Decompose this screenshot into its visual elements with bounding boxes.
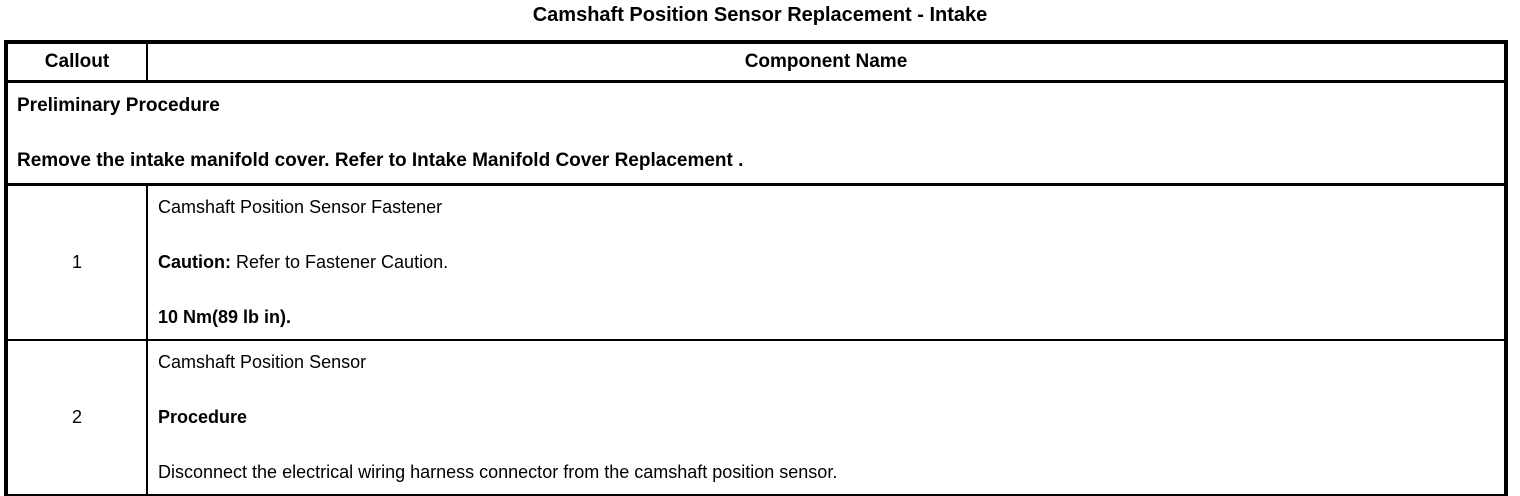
component-name-sensor: Camshaft Position Sensor [158, 352, 367, 372]
component-cell-1: Camshaft Position Sensor Fastener Cautio… [146, 183, 1507, 341]
preliminary-procedure-row: Preliminary Procedure Remove the intake … [5, 80, 1507, 186]
procedure-heading: Procedure [158, 407, 248, 427]
preliminary-procedure-cell: Preliminary Procedure Remove the intake … [5, 80, 1507, 186]
table-header-row: Callout Component Name [5, 41, 1507, 83]
preliminary-procedure-heading: Preliminary Procedure [17, 95, 220, 116]
callout-number-2: 2 [5, 339, 148, 496]
component-name-column-header: Component Name [146, 41, 1507, 83]
caution-label: Caution: [158, 252, 231, 272]
table-row: 1 Camshaft Position Sensor Fastener Caut… [5, 183, 1507, 341]
component-table: Callout Component Name Preliminary Proce… [4, 40, 1508, 496]
caution-note: Caution: Refer to Fastener Caution. [158, 252, 1494, 273]
component-name-fastener: Camshaft Position Sensor Fastener [158, 197, 443, 217]
component-cell-2: Camshaft Position Sensor Procedure Disco… [146, 339, 1507, 496]
table-row: 2 Camshaft Position Sensor Procedure Dis… [5, 339, 1507, 496]
torque-spec: 10 Nm(89 lb in). [158, 307, 292, 327]
preliminary-procedure-instruction: Remove the intake manifold cover. Refer … [17, 150, 744, 171]
callout-column-header: Callout [5, 41, 148, 83]
page-title: Camshaft Position Sensor Replacement - I… [532, 4, 988, 26]
procedure-instruction: Disconnect the electrical wiring harness… [158, 462, 838, 482]
callout-number-1: 1 [5, 183, 148, 341]
caution-text: Refer to Fastener Caution. [230, 252, 449, 272]
